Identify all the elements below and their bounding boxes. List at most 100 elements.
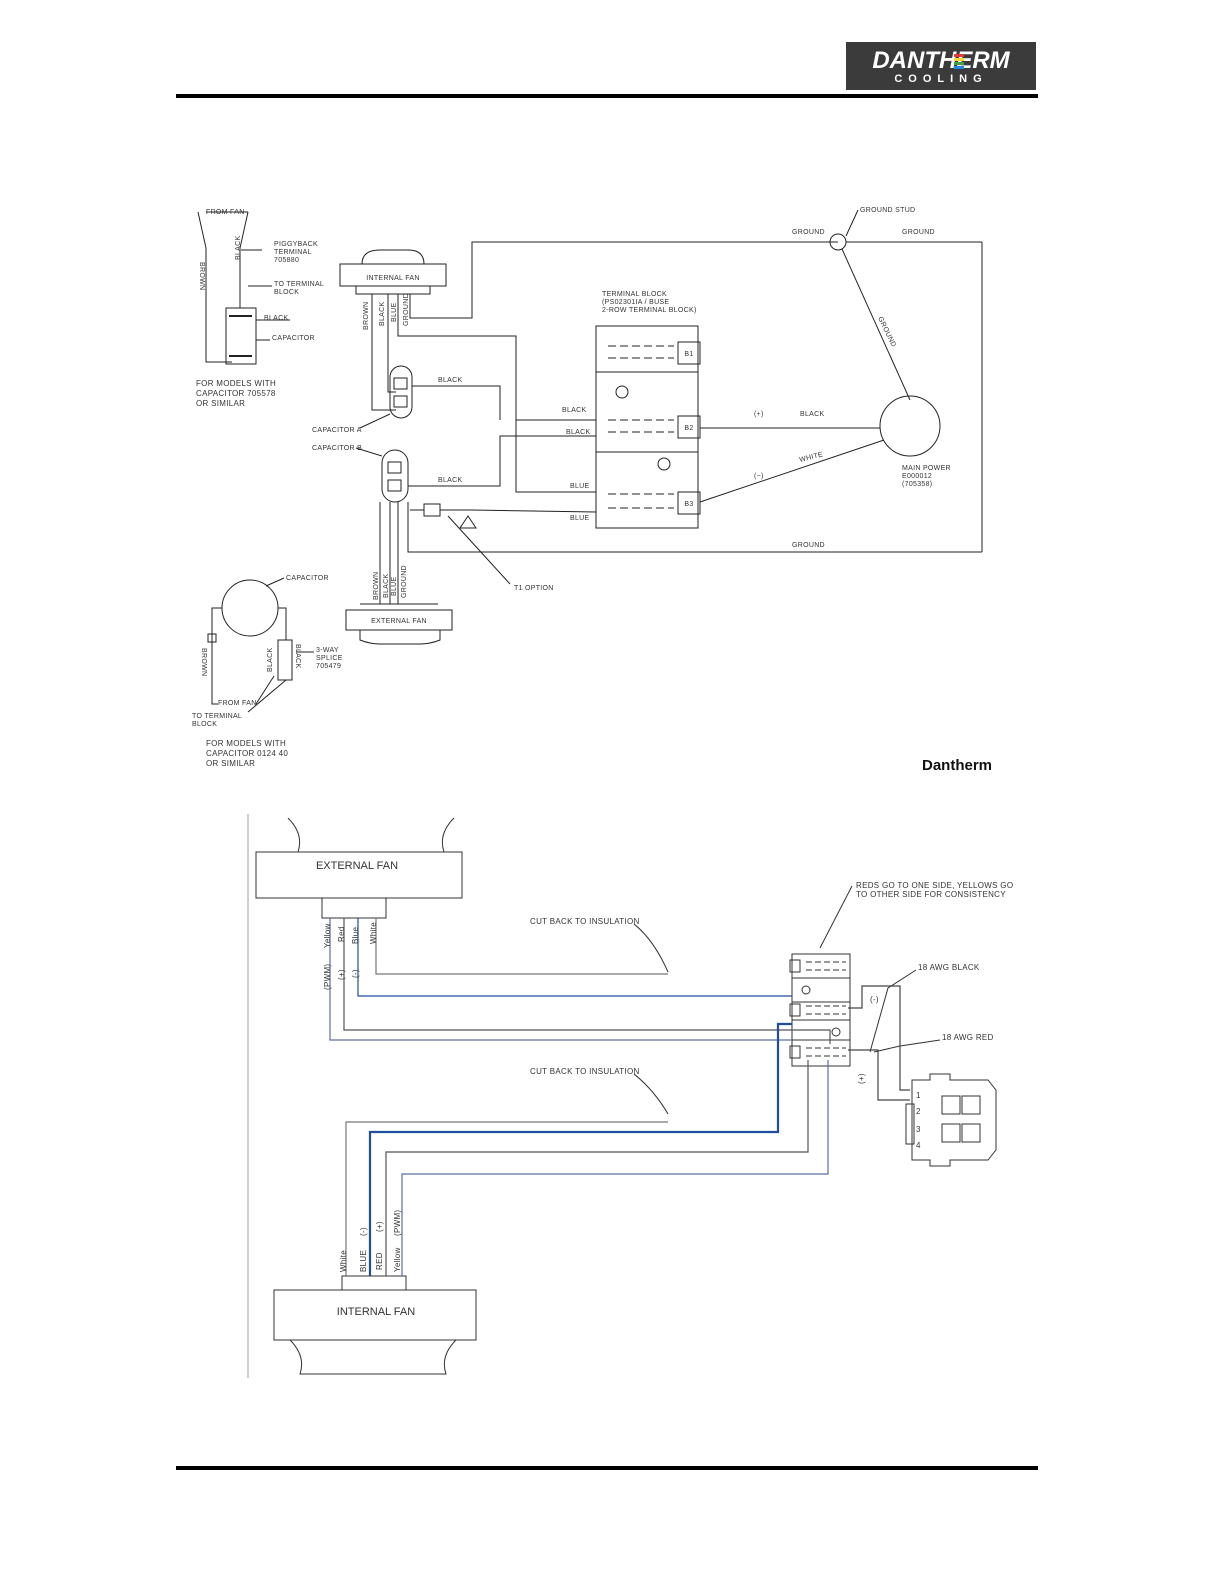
d2-cut-back-1: CUT BACK TO INSULATION	[530, 917, 640, 926]
d1-int-blue: BLUE	[391, 302, 398, 322]
logo-top-text: DANTHERM	[872, 47, 1010, 74]
d1-int-ground: GROUND	[403, 293, 410, 326]
d2-plus-label: (+)	[857, 1073, 866, 1084]
d1-splice-2: SPLICE	[316, 655, 343, 662]
internal-fan-body	[339, 263, 447, 287]
d1-models-b-1: FOR MODELS WITH	[206, 739, 286, 748]
d1-inset-b-black-2: BLACK	[294, 644, 301, 668]
internal-fan-ground	[409, 241, 838, 319]
d1-plus: (+)	[754, 411, 764, 418]
d1-inset-capacitor: CAPACITOR	[272, 335, 315, 342]
d1-int-black: BLACK	[379, 302, 386, 326]
terminal-b2	[677, 415, 701, 439]
ext-yellow-wire	[329, 918, 792, 1041]
d1-tb-blue-2: BLUE	[570, 515, 590, 522]
d1-internal-fan: INTERNAL FAN	[366, 275, 420, 282]
logo-bottom-text: COOLING	[894, 73, 987, 85]
d2-awg-red: 18 AWG RED	[942, 1033, 994, 1042]
d1-tb-blue-1: BLUE	[570, 483, 590, 490]
internal-fan-blue	[397, 294, 596, 421]
d1-ground-bottom: GROUND	[792, 542, 825, 549]
d2-int-minus: (-)	[359, 1227, 368, 1236]
four-pin-connector	[911, 1073, 997, 1167]
d1-from-fan: FROM FAN	[206, 209, 245, 216]
footer-rule	[176, 1466, 1038, 1470]
d1-to-terminal-1: TO TERMINAL	[274, 281, 324, 288]
d2-int-pwm: (PWM)	[393, 1210, 402, 1236]
d2-minus-label: (-)	[870, 995, 879, 1004]
d1-t1-option: T1 OPTION	[514, 585, 554, 592]
d1-piggyback-3: 705880	[274, 257, 299, 264]
d1-minus: (−)	[754, 473, 764, 480]
d2-awg-black: 18 AWG BLACK	[918, 963, 980, 972]
d1-ground-left: GROUND	[792, 229, 825, 236]
d1-models-a-3: OR SIMILAR	[196, 399, 245, 408]
d1-main-power-1: MAIN POWER	[902, 465, 951, 472]
inset-b-capacitor	[221, 579, 279, 637]
d1-int-brown: BROWN	[363, 302, 370, 330]
header-rule	[176, 94, 1038, 98]
d2-pin-3: 3	[916, 1125, 921, 1134]
capacitor-a	[389, 365, 413, 419]
d1-ext-ground: GROUND	[401, 565, 408, 598]
internal-fan-black	[387, 294, 396, 393]
d2-int-red: RED	[375, 1252, 384, 1270]
d1-terminal-block-2: (PS02301IA / BUSE	[602, 299, 669, 306]
logo-stripe-red	[954, 54, 964, 57]
d2-terminal-block	[791, 953, 851, 1067]
d1-tb-black-1: BLACK	[562, 407, 586, 414]
d1-models-b-3: OR SIMILAR	[206, 759, 255, 768]
d1-main-power-3: (705358)	[902, 481, 932, 488]
d2-ext-blue: Blue	[351, 927, 360, 944]
external-fan-top	[287, 817, 455, 853]
internal-fan-box	[273, 1289, 477, 1341]
d1-inset-b-to-terminal-2: BLOCK	[192, 721, 217, 728]
d1-b3: B3	[684, 501, 693, 508]
d1-inset-b-black: BLACK	[267, 648, 274, 672]
d2-int-plus: (+)	[375, 1221, 384, 1232]
dantherm-cooling-logo: DANTHERM COOLING	[846, 42, 1036, 90]
internal-fan-bottom	[289, 1339, 457, 1375]
inset-a-capacitor	[225, 307, 257, 365]
d1-tb-black-2: BLACK	[566, 429, 590, 436]
ext-red-wire	[343, 918, 831, 1044]
d1-ext-blue: BLUE	[391, 576, 398, 596]
d1-ground-right: GROUND	[902, 229, 935, 236]
d1-piggyback-1: PIGGYBACK	[274, 241, 318, 248]
d2-int-blue: BLUE	[359, 1250, 368, 1272]
d1-ext-black: BLACK	[383, 574, 390, 598]
d1-to-terminal-2: BLOCK	[274, 289, 299, 296]
logo-stripe-yellow	[954, 58, 964, 61]
logo-stripe-blue	[954, 66, 964, 69]
d1-main-power-2: E000012	[902, 473, 932, 480]
d1-ground-stud: GROUND STUD	[860, 207, 915, 214]
terminal-block	[595, 325, 699, 529]
d1-inset-brown: BROWN	[198, 262, 205, 290]
d1-splice-1: 3-WAY	[316, 647, 339, 654]
d1-brand-logo: Dantherm	[922, 757, 992, 774]
d2-reds-note-1: REDS GO TO ONE SIDE, YELLOWS GO	[856, 881, 1013, 890]
d2-external-fan: EXTERNAL FAN	[316, 860, 398, 872]
d2-cut-back-2: CUT BACK TO INSULATION	[530, 1067, 640, 1076]
warning-icon	[459, 515, 477, 529]
int-white-wire	[345, 1121, 668, 1276]
d1-inset-b-from-fan: FROM FAN	[218, 700, 257, 707]
d2-int-white: White	[339, 1250, 348, 1272]
external-fan-body	[345, 609, 453, 631]
capacitor-b	[381, 449, 409, 503]
inset-a-brown-wire	[197, 211, 232, 363]
terminal-b3	[677, 491, 701, 515]
wiring-diagram-1: FROM FAN BROWN BLACK PIGGYBACK TERMINAL …	[192, 207, 992, 774]
main-power-circle	[879, 395, 941, 457]
d2-pin-4: 4	[916, 1141, 921, 1150]
d1-inset-b-capacitor: CAPACITOR	[286, 575, 329, 582]
d2-ext-minus: (-)	[351, 969, 360, 978]
d1-cap-b-black: BLACK	[438, 477, 462, 484]
d2-ext-plus: (+)	[337, 969, 346, 980]
int-blue-wire	[368, 1022, 792, 1276]
d1-inset-b-to-terminal-1: TO TERMINAL	[192, 713, 242, 720]
d1-terminal-block-1: TERMINAL BLOCK	[602, 291, 667, 298]
d1-models-a-2: CAPACITOR 705578	[196, 389, 276, 398]
ext-blue-wire	[357, 918, 792, 997]
d1-inset-black-out: BLACK	[264, 315, 288, 322]
